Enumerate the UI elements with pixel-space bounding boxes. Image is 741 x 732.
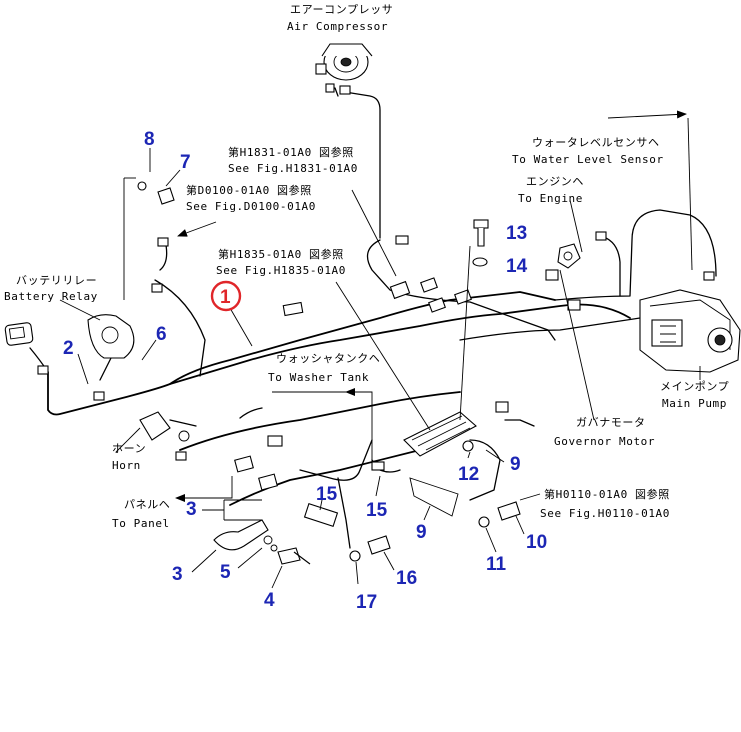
clamp-15	[213, 503, 339, 552]
callout-15a: 15	[316, 484, 338, 505]
ref-h1835-jp: 第H1835-01A0 図参照	[218, 247, 344, 261]
main-pump-jp: メインポンプ	[660, 380, 729, 393]
air-compressor-label-jp: エアーコンプレッサ	[290, 3, 393, 16]
callout-9b: 9	[416, 522, 427, 543]
ref-h0110-jp: 第H0110-01A0 図参照	[544, 487, 670, 501]
main-harness	[29, 87, 717, 549]
callouts: 1 8 7 2 6 13 14 3 3 5 4 15 15 16 17 12 9…	[63, 129, 547, 613]
callout-11: 11	[486, 554, 507, 575]
callout-15b: 15	[366, 500, 388, 521]
callout-10: 10	[526, 532, 547, 553]
governor-motor-jp: ガバナモータ	[576, 416, 646, 429]
ref-h1831-jp: 第H1831-01A0 図参照	[228, 145, 354, 159]
callout-13: 13	[506, 223, 527, 244]
washer-tank-jp: ウォッシャタンクヘ	[276, 352, 380, 365]
panel-en: To Panel	[112, 517, 170, 530]
water-level-jp: ウォータレベルセンサヘ	[532, 136, 660, 149]
washer-tank-en: To Washer Tank	[268, 371, 369, 384]
callout-12: 12	[458, 464, 479, 485]
panel-jp: パネルヘ	[124, 498, 170, 511]
air-compressor	[315, 43, 373, 81]
leader-lines	[59, 110, 701, 589]
horn-jp: ホーン	[112, 442, 146, 455]
air-compressor-label-en: Air Compressor	[287, 20, 388, 33]
callout-17: 17	[356, 592, 377, 613]
ref-d0100-en: See Fig.D0100-01A0	[186, 200, 316, 213]
callout-7: 7	[180, 152, 191, 173]
governor-motor-en: Governor Motor	[554, 435, 655, 448]
callout-8: 8	[144, 129, 155, 150]
callout-6: 6	[156, 324, 167, 345]
main-pump-en: Main Pump	[662, 397, 727, 410]
horn-en: Horn	[112, 459, 141, 472]
engine-en: To Engine	[518, 192, 583, 205]
ref-d0100-jp: 第D0100-01A0 図参照	[186, 183, 312, 197]
callout-9a: 9	[510, 454, 521, 475]
battery-relay-jp: バッテリリレー	[16, 274, 97, 287]
fuse-box	[403, 411, 477, 517]
engine-jp: エンジンヘ	[526, 175, 584, 188]
labels: エアーコンプレッサ Air Compressor 第H1831-01A0 図参照…	[4, 3, 729, 530]
callout-2: 2	[63, 338, 74, 359]
main-pump	[639, 289, 741, 373]
callout-5: 5	[220, 562, 231, 583]
callout-14: 14	[506, 256, 528, 277]
ref-h1831-en: See Fig.H1831-01A0	[228, 162, 358, 175]
callout-3b: 3	[172, 564, 183, 585]
ref-h0110-en: See Fig.H0110-01A0	[540, 507, 670, 520]
battery-relay-en: Battery Relay	[4, 290, 98, 303]
governor-motor	[557, 243, 581, 269]
callout-1-highlight-circle	[210, 280, 242, 312]
callout-4: 4	[264, 590, 275, 611]
callout-1: 1	[220, 287, 231, 308]
hardware	[137, 181, 521, 565]
ref-h1835-en: See Fig.H1835-01A0	[216, 264, 346, 277]
callout-3a: 3	[186, 499, 197, 520]
connectors	[37, 83, 715, 491]
callout-16: 16	[396, 568, 417, 589]
horn	[139, 411, 197, 442]
water-level-en: To Water Level Sensor	[512, 153, 664, 166]
battery-relay	[4, 314, 135, 359]
